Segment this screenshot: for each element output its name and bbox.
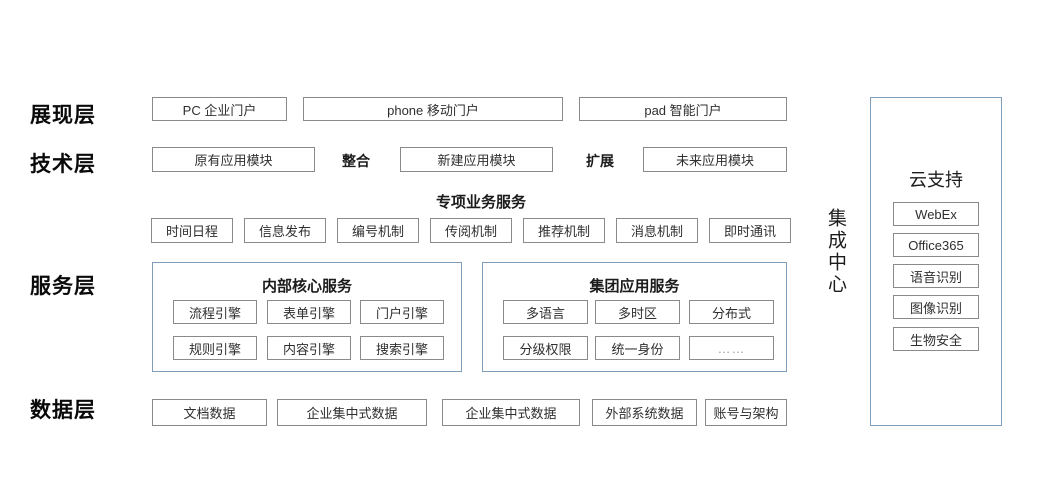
data-box-centralized2: 企业集中式数据 (442, 399, 580, 426)
mechanism-box-info-publish: 信息发布 (244, 218, 326, 243)
capability-box-permission: 分级权限 (503, 336, 588, 360)
cloud-box-image: 图像识别 (893, 295, 979, 319)
data-box-account: 账号与架构 (705, 399, 787, 426)
module-box-existing: 原有应用模块 (152, 147, 315, 172)
capability-box-timezone: 多时区 (595, 300, 680, 324)
integration-center-label: 集成中心 (825, 208, 846, 296)
mechanism-box-instant-msg: 即时通讯 (709, 218, 791, 243)
special-services-title: 专项业务服务 (435, 194, 526, 211)
connector-label-integrate: 整合 (342, 153, 370, 169)
module-box-new: 新建应用模块 (400, 147, 553, 172)
mechanism-box-recommend: 推荐机制 (523, 218, 605, 243)
engine-box-process: 流程引擎 (173, 300, 257, 324)
cloud-box-webex: WebEx (893, 202, 979, 226)
core-services-title: 内部核心服务 (261, 278, 352, 295)
layer-label-service: 服务层 (30, 275, 96, 298)
engine-box-rule: 规则引擎 (173, 336, 257, 360)
layer-label-technology: 技术层 (30, 153, 96, 176)
engine-box-search: 搜索引擎 (360, 336, 444, 360)
capability-box-more: …… (689, 336, 774, 360)
connector-label-extend: 扩展 (586, 153, 614, 169)
cloud-box-biosec: 生物安全 (893, 327, 979, 351)
engine-box-portal: 门户引擎 (360, 300, 444, 324)
cloud-support-container: 云支持 (870, 97, 1002, 426)
capability-box-identity: 统一身份 (595, 336, 680, 360)
data-box-centralized1: 企业集中式数据 (277, 399, 427, 426)
capability-box-distributed: 分布式 (689, 300, 774, 324)
data-box-external: 外部系统数据 (592, 399, 697, 426)
portal-box-phone: phone 移动门户 (303, 97, 563, 121)
capability-box-multilang: 多语言 (503, 300, 588, 324)
mechanism-box-schedule: 时间日程 (151, 218, 233, 243)
data-box-document: 文档数据 (152, 399, 267, 426)
group-services-title: 集团应用服务 (589, 278, 680, 295)
cloud-box-office365: Office365 (893, 233, 979, 257)
cloud-box-speech: 语音识别 (893, 264, 979, 288)
mechanism-box-numbering: 编号机制 (337, 218, 419, 243)
cloud-support-title: 云支持 (909, 170, 963, 190)
layer-label-data: 数据层 (30, 399, 96, 422)
module-box-future: 未来应用模块 (643, 147, 787, 172)
layer-label-presentation: 展现层 (30, 104, 96, 127)
engine-box-form: 表单引擎 (267, 300, 351, 324)
portal-box-pc: PC 企业门户 (152, 97, 287, 121)
mechanism-box-circulation: 传阅机制 (430, 218, 512, 243)
portal-box-pad: pad 智能门户 (579, 97, 787, 121)
mechanism-box-message: 消息机制 (616, 218, 698, 243)
engine-box-content: 内容引擎 (267, 336, 351, 360)
